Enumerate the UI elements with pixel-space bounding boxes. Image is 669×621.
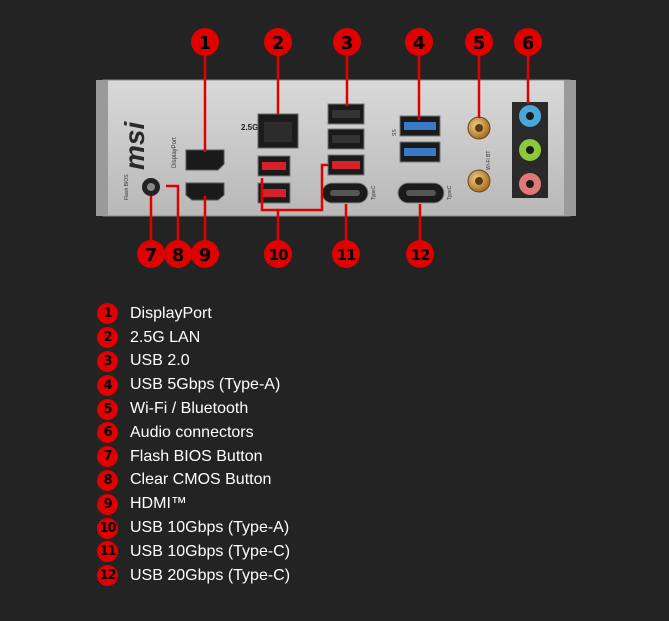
legend-badge: 10: [97, 517, 118, 539]
svg-text:7: 7: [145, 245, 158, 266]
svg-text:9: 9: [199, 245, 212, 266]
io-panel-diagram: msi DisplayPort Flash BIOS 2.5G: [96, 28, 576, 268]
legend-label: Audio connectors: [130, 423, 254, 441]
svg-text:2: 2: [272, 33, 285, 54]
audio-jacks: L-IN L-OUT MIC-IN: [512, 102, 549, 198]
callout-11: 11: [332, 240, 360, 268]
legend-label: Wi-Fi / Bluetooth: [130, 400, 249, 418]
legend-label: USB 20Gbps (Type-C): [130, 566, 291, 584]
legend-item: 12 USB 20Gbps (Type-C): [97, 564, 290, 588]
hdmi-connector: [185, 182, 225, 201]
legend-item: 6 Audio connectors: [97, 421, 290, 445]
usb10-typea-ports-left: [257, 155, 291, 204]
legend-item: 5 Wi-Fi / Bluetooth: [97, 397, 290, 421]
svg-text:6: 6: [522, 33, 535, 54]
callout-10: 10: [264, 240, 292, 268]
legend-label: USB 10Gbps (Type-C): [130, 542, 291, 560]
legend-label: 2.5G LAN: [130, 328, 201, 346]
usb5-typea-ports: SS: [392, 115, 441, 163]
svg-text:3: 3: [341, 33, 354, 54]
callout-8: 8: [164, 240, 192, 268]
legend-label: HDMI™: [130, 495, 187, 513]
usb2-ports: [327, 103, 365, 176]
legend-item: 9 HDMI™: [97, 492, 290, 516]
connector-legend: 1 DisplayPort 2 2.5G LAN 3 USB 2.0 4 USB 5Gb…: [97, 302, 290, 588]
callout-badges: 1 2 3 4 5 6 7 8 9 10 11 12: [137, 28, 542, 268]
typec-label-12: TypeC: [447, 185, 453, 200]
legend-badge: 2: [97, 327, 118, 349]
callout-12: 12: [406, 240, 434, 268]
displayport-side-label: DisplayPort: [172, 137, 178, 168]
legend-badge: 7: [97, 446, 118, 468]
legend-badge: 4: [97, 374, 118, 396]
callout-3: 3: [333, 28, 361, 56]
legend-item: 4 USB 5Gbps (Type-A): [97, 373, 290, 397]
typec-label-11: TypeC: [371, 185, 377, 200]
legend-item: 7 Flash BIOS Button: [97, 445, 290, 469]
callout-4: 4: [405, 28, 433, 56]
legend-badge: 9: [97, 493, 118, 515]
legend-item: 8 Clear CMOS Button: [97, 469, 290, 493]
wifi-label: Wi-Fi BT: [486, 151, 492, 170]
legend-label: USB 2.0: [130, 352, 190, 370]
callout-6: 6: [514, 28, 542, 56]
bios-cmos-buttons: [142, 178, 160, 196]
svg-text:1: 1: [199, 33, 212, 54]
legend-badge: 1: [97, 303, 118, 325]
legend-badge: 8: [97, 469, 118, 491]
svg-text:10: 10: [269, 246, 288, 264]
svg-text:5: 5: [473, 33, 486, 54]
callout-2: 2: [264, 28, 292, 56]
leader-lines: [149, 54, 530, 242]
svg-text:11: 11: [337, 246, 356, 264]
legend-badge: 11: [97, 541, 118, 563]
legend-item: 11 USB 10Gbps (Type-C): [97, 540, 290, 564]
legend-label: Flash BIOS Button: [130, 447, 263, 465]
legend-badge: 6: [97, 422, 118, 444]
legend-label: USB 10Gbps (Type-A): [130, 519, 290, 537]
legend-item: 2 2.5G LAN: [97, 326, 290, 350]
legend-label: Clear CMOS Button: [130, 471, 272, 489]
callout-1: 1: [191, 28, 219, 56]
usb20-typec-port: TypeC: [397, 182, 453, 204]
legend-badge: 5: [97, 398, 118, 420]
callout-5: 5: [465, 28, 493, 56]
legend-label: DisplayPort: [130, 304, 212, 322]
svg-text:8: 8: [172, 245, 185, 266]
svg-text:12: 12: [411, 246, 430, 264]
svg-text:4: 4: [413, 33, 426, 54]
callout-7: 7: [137, 240, 165, 268]
wifi-antenna-connectors: Wi-Fi BT: [467, 116, 492, 193]
msi-logo: msi: [119, 121, 150, 170]
legend-item: 10 USB 10Gbps (Type-A): [97, 516, 290, 540]
button-side-label: Flash BIOS: [124, 174, 130, 200]
legend-item: 1 DisplayPort: [97, 302, 290, 326]
audio-label-lin: L-IN: [543, 115, 549, 126]
callout-9: 9: [191, 240, 219, 268]
legend-badge: 12: [97, 565, 118, 587]
lan-port: 2.5G: [241, 113, 299, 149]
legend-label: USB 5Gbps (Type-A): [130, 376, 281, 394]
lan-speed-label: 2.5G: [241, 123, 258, 132]
audio-label-lout: L-OUT: [543, 144, 549, 162]
displayport-connector: [185, 149, 225, 171]
legend-badge: 3: [97, 350, 118, 372]
ss-label: SS: [392, 129, 398, 136]
audio-label-mic: MIC-IN: [543, 179, 549, 198]
legend-item: 3 USB 2.0: [97, 350, 290, 374]
